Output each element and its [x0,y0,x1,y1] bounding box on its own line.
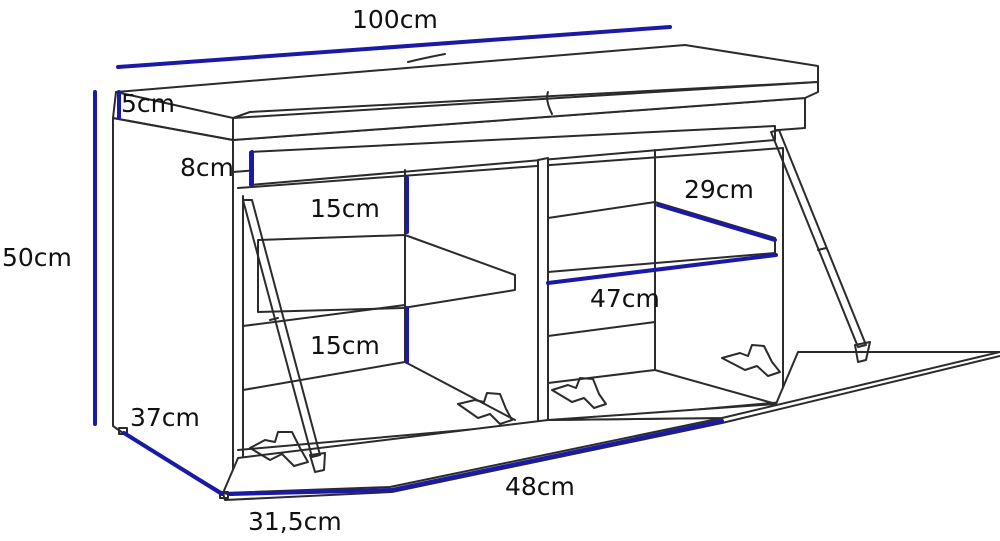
clip-4 [721,344,781,377]
shoe-clips [249,344,781,467]
gas-struts [242,129,871,473]
clip-3 [551,377,607,409]
left-shelf-lower-edge [242,304,406,327]
label-shelf-upper-gap: 15cm [310,194,380,223]
dim-right-depth-line [656,203,777,242]
clip-1 [249,431,309,467]
label-width-total: 100cm [352,5,438,34]
flap-right [547,351,1000,421]
cushion-left-face [112,91,234,141]
dimension-labels: 100cm 5cm 8cm 50cm 15cm 15cm 29cm 47cm 3… [2,5,754,536]
label-drawer-height: 8cm [180,153,234,182]
cushion-seam [407,53,553,115]
clip-2 [457,392,513,425]
divider-panel [537,157,549,425]
right-shelf-upper [547,201,776,273]
label-right-compartment-width: 47cm [590,284,660,313]
label-cushion-height: 5cm [121,89,175,118]
strut-left-foot [309,452,326,473]
dim-width-total-line [116,25,672,69]
right-shelf-lower-edge [547,321,656,337]
label-depth-total: 37cm [130,403,200,432]
label-right-shelf-depth: 29cm [684,175,754,204]
dim-flap-width-line [390,419,724,492]
label-flap-width: 48cm [505,472,575,501]
dim-right-width-line [546,253,778,285]
dimension-lines [93,25,778,496]
dim-depth-total-line [122,431,224,496]
flap-left [222,417,723,494]
label-depth-inner: 31,5cm [248,507,342,536]
left-shelf-upper [257,234,516,313]
dim-depth-inner-line [228,488,392,496]
label-shelf-lower-gap: 15cm [310,331,380,360]
left-bottom-shelf [242,361,516,421]
strut-right [770,129,867,348]
right-compartment [404,149,777,405]
seat-cushion [112,44,819,141]
strut-left [242,199,321,458]
strut-right-foot [854,341,871,363]
label-height-total: 50cm [2,243,72,272]
center-divider [537,157,549,425]
flap-right-edge [721,355,1000,424]
